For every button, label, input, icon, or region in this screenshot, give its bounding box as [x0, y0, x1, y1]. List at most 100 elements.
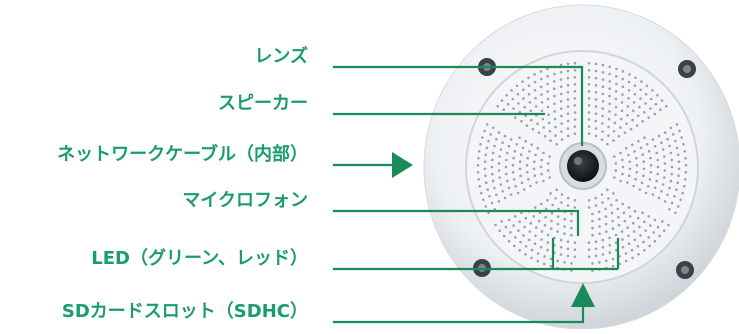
grille-hole: [632, 101, 636, 104]
grille-hole: [594, 91, 598, 94]
grille-hole: [663, 131, 667, 134]
grille-hole: [621, 93, 624, 96]
grille-hole: [515, 143, 519, 146]
grille-hole: [519, 153, 523, 156]
grille-hole: [661, 220, 664, 223]
grille-hole: [608, 236, 611, 240]
grille-hole: [594, 119, 598, 123]
grille-hole: [550, 219, 553, 223]
grille-hole: [511, 171, 515, 174]
grille-hole: [643, 220, 646, 224]
grille-hole: [518, 160, 522, 163]
grille-hole: [495, 193, 498, 197]
grille-hole: [667, 223, 670, 227]
grille-hole: [614, 113, 617, 117]
grille-hole: [635, 163, 639, 167]
grille-hole: [605, 230, 608, 233]
grille-hole: [524, 216, 528, 220]
grille-hole: [624, 259, 628, 263]
grille-hole: [617, 135, 621, 138]
grille-hole: [655, 179, 658, 183]
grille-hole: [527, 177, 530, 181]
grille-hole: [606, 142, 609, 146]
grille-hole: [645, 143, 649, 146]
grille-hole: [626, 226, 630, 229]
grille-hole: [621, 77, 624, 81]
grille-hole: [587, 125, 591, 128]
grille-hole: [594, 105, 598, 108]
grille-hole: [518, 136, 521, 139]
grille-hole: [573, 248, 577, 251]
grille-hole: [573, 61, 577, 65]
grille-hole: [608, 244, 611, 247]
grille-hole: [668, 186, 671, 190]
grille-hole: [485, 181, 488, 184]
grille-hole: [566, 134, 570, 138]
grille-hole: [556, 230, 559, 233]
grille-hole: [507, 218, 511, 222]
grille-hole: [559, 100, 563, 103]
grille-hole: [546, 82, 549, 86]
grille-hole: [615, 82, 618, 86]
grille-hole: [676, 181, 679, 184]
grille-hole: [547, 121, 551, 125]
grille-hole: [497, 169, 501, 172]
grille-hole: [653, 218, 657, 222]
grille-hole: [587, 61, 591, 65]
grille-hole: [559, 85, 563, 88]
grille-hole: [488, 195, 491, 198]
grille-hole: [520, 211, 523, 215]
grille-hole: [543, 255, 546, 258]
grille-hole: [477, 150, 481, 153]
grille-hole: [594, 76, 598, 80]
grille-hole: [552, 80, 556, 83]
grille-hole: [587, 255, 591, 258]
grille-hole: [523, 105, 526, 109]
grille-hole: [546, 90, 550, 93]
leader-line-led: [333, 238, 620, 271]
grille-hole: [587, 199, 591, 202]
grille-hole: [486, 188, 490, 191]
grille-hole: [620, 109, 624, 113]
grille-hole: [510, 89, 513, 92]
grille-hole: [621, 245, 625, 249]
grille-hole: [484, 174, 487, 177]
grille-hole: [512, 107, 515, 110]
grille-hole: [493, 144, 496, 148]
grille-hole: [594, 204, 598, 207]
grille-hole: [587, 83, 591, 86]
grille-hole: [566, 91, 570, 94]
grille-hole: [594, 247, 598, 251]
grille-hole: [546, 105, 550, 109]
grille-hole: [566, 196, 570, 200]
grille-hole: [633, 92, 637, 96]
grille-hole: [542, 262, 546, 266]
grille-hole: [548, 176, 551, 179]
grille-hole: [533, 160, 536, 164]
grille-hole: [559, 63, 563, 67]
grille-hole: [608, 87, 611, 90]
grille-hole: [649, 171, 653, 174]
grille-hole: [641, 119, 644, 123]
grille-hole: [684, 163, 688, 167]
grille-hole: [607, 134, 610, 137]
grille-hole: [518, 167, 522, 171]
grille-hole: [556, 215, 560, 218]
grille-hole: [675, 146, 679, 150]
speaker-grille-holes: [476, 61, 688, 272]
grille-hole: [632, 230, 636, 233]
grille-hole: [539, 85, 543, 89]
grille-hole: [675, 188, 678, 191]
grille-hole: [540, 93, 543, 96]
grille-hole: [654, 102, 658, 106]
grille-hole: [587, 241, 591, 244]
grille-hole: [551, 203, 554, 207]
grille-hole: [663, 155, 666, 158]
grille-hole: [614, 169, 618, 172]
grille-hole: [525, 163, 529, 167]
grille-hole: [530, 248, 534, 252]
grille-hole: [493, 186, 496, 190]
grille-hole: [573, 132, 577, 135]
grille-hole: [648, 244, 651, 248]
